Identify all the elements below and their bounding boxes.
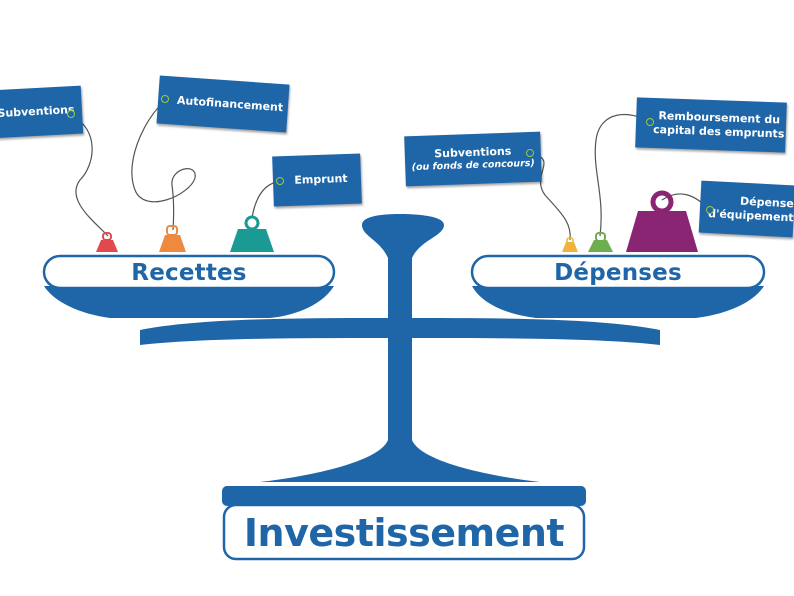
weight-teal (230, 215, 274, 252)
tag-emprunt-text: Emprunt (294, 172, 348, 187)
right-pan-plate (470, 254, 766, 290)
tag-autofinancement-text: Autofinancement (176, 93, 284, 115)
tag-hole (706, 206, 714, 214)
tag-subventions-right-subtext: (ou fonds de concours) (411, 157, 535, 174)
weight-yellow (562, 237, 578, 252)
column-cap (362, 214, 444, 330)
tag-autofinancement: Autofinancement (156, 75, 290, 133)
string-remboursement (594, 113, 651, 237)
right-pan-bowl (472, 286, 764, 318)
tag-hole (276, 177, 284, 185)
string-subventions-left (71, 115, 109, 237)
string-autofinancement (131, 99, 196, 231)
tag-subventions-left-text: Subventions (0, 103, 75, 121)
tag-hole (67, 110, 75, 118)
page-title: Investissement (243, 511, 565, 555)
crossbeam (140, 318, 660, 345)
recettes-label: Recettes (131, 260, 247, 286)
left-pan-plate (42, 254, 336, 290)
tag-hole (161, 95, 169, 103)
tag-emprunt: Emprunt (272, 153, 362, 207)
weight-red (96, 232, 118, 252)
tag-hole (526, 149, 534, 157)
weight-purple (626, 190, 698, 252)
base-plate (222, 486, 586, 506)
tag-hole (646, 118, 654, 126)
weight-green (588, 232, 613, 252)
column-lower (260, 338, 540, 482)
string-subventions-right (529, 153, 571, 241)
weight-orange (159, 225, 186, 252)
left-pan-bowl (44, 286, 334, 318)
scale-structure (44, 214, 764, 506)
tag-remboursement: Remboursement du capital des emprunts (635, 97, 787, 153)
depenses-label: Dépenses (554, 260, 682, 286)
base-label-plate (222, 503, 586, 561)
tag-subventions-right: Subventions (ou fonds de concours) (404, 131, 542, 187)
